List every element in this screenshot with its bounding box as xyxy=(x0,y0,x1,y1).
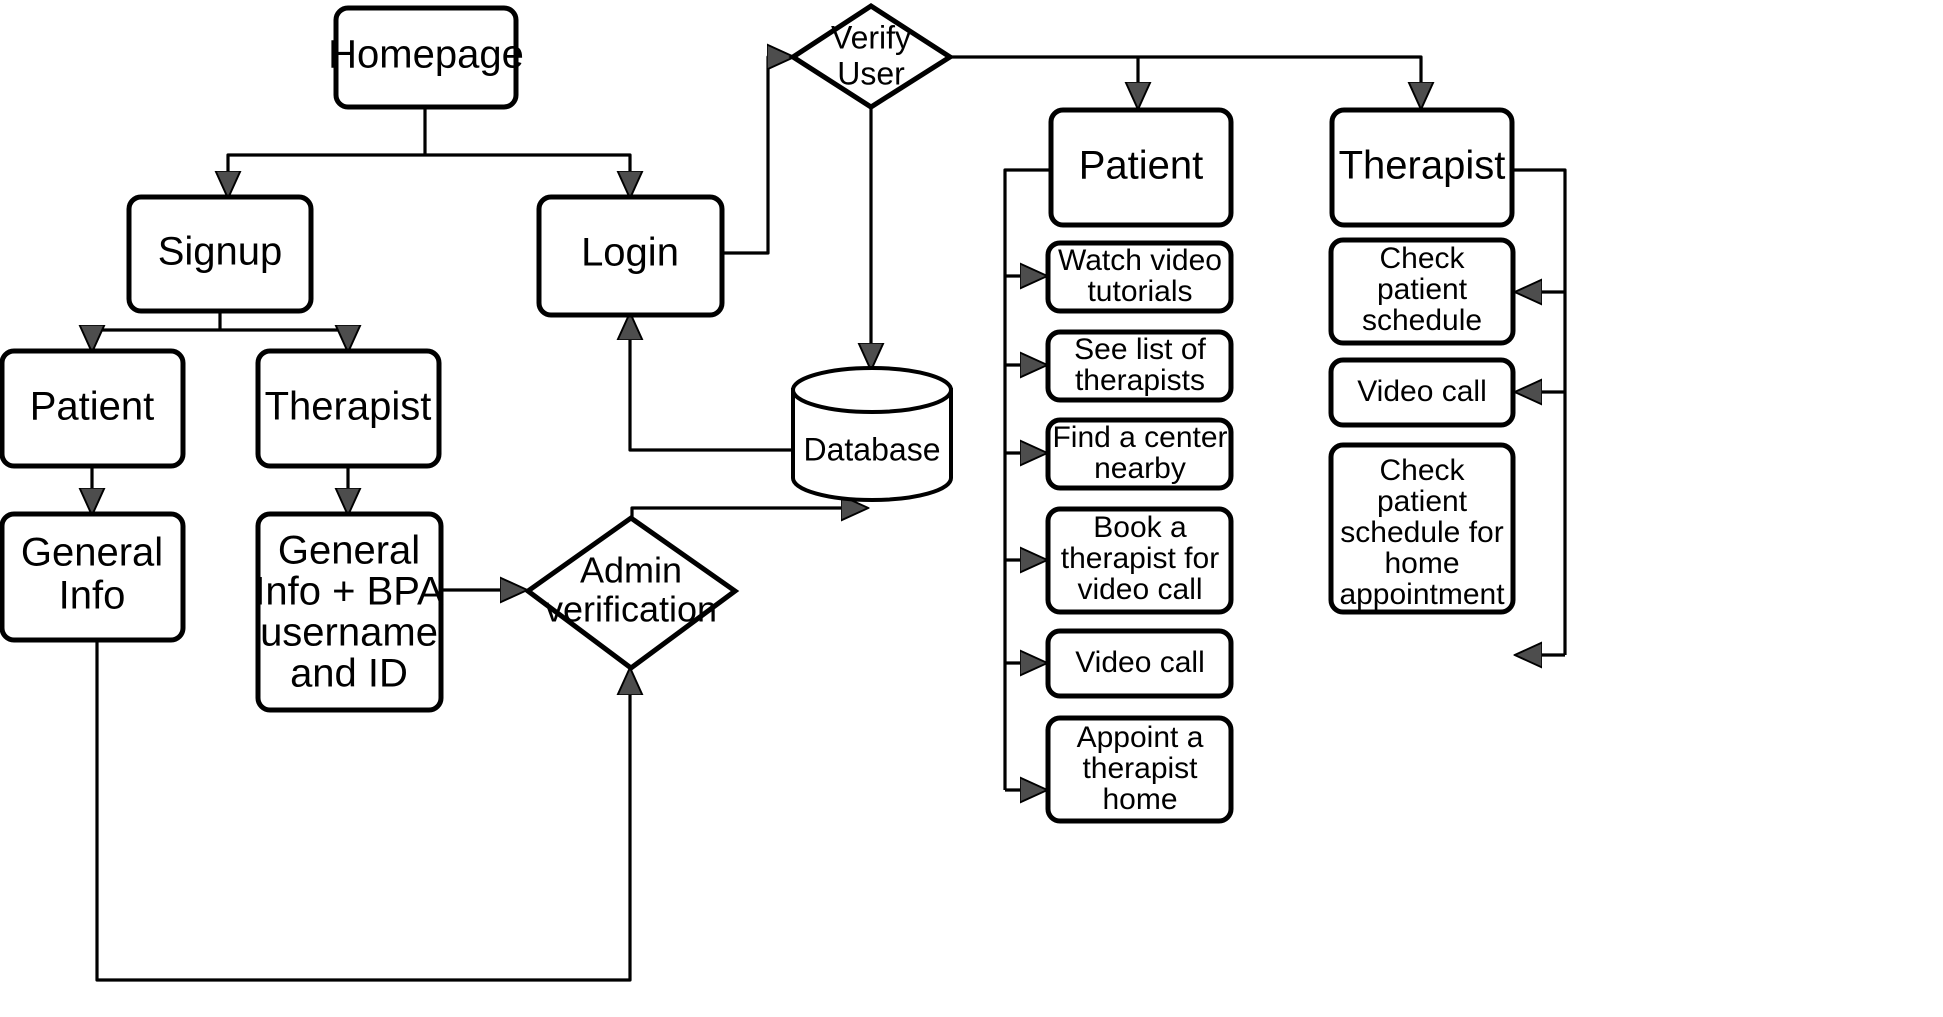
node-patient-action-3-line1: Find a center xyxy=(1052,421,1227,454)
edge-signup-to-patient xyxy=(92,330,220,350)
node-therapist-action-1-line1: Check xyxy=(1379,242,1465,275)
node-general-info-label-line1: General xyxy=(21,531,163,575)
node-signup-label: Signup xyxy=(158,230,283,274)
node-database-label: Database xyxy=(804,431,941,467)
node-patient-action-6-line2: therapist xyxy=(1082,752,1198,785)
node-signup-patient-shape[interactable] xyxy=(0,348,186,469)
node-admin-verification[interactable]: Admin verification xyxy=(523,514,740,672)
node-general-info-bpa[interactable]: General Info + BPA username and ID xyxy=(254,511,444,713)
node-patient-action-1-line1: Watch video xyxy=(1058,244,1222,277)
edge-therapist-actions-bus xyxy=(1512,168,1567,655)
edge-adminverification-to-database xyxy=(630,508,866,518)
node-patient-action-1[interactable]: Watch video tutorials xyxy=(1045,240,1234,314)
node-homepage-shape[interactable] xyxy=(333,5,519,110)
node-general-info-bpa-shape[interactable] xyxy=(255,511,444,713)
node-general-info[interactable]: General Info xyxy=(0,511,186,643)
node-patient-shape[interactable] xyxy=(1048,107,1234,228)
node-patient-action-5-shape[interactable] xyxy=(1045,628,1234,699)
edge-patient-actions-bus xyxy=(1003,168,1052,790)
node-patient-action-6-line3: home xyxy=(1102,783,1177,816)
node-signup-patient-label: Patient xyxy=(30,385,155,429)
node-patient-action-4[interactable]: Book a therapist for video call xyxy=(1045,506,1234,615)
node-login-shape[interactable] xyxy=(536,194,725,318)
node-therapist-action-3-line4: home xyxy=(1384,547,1459,580)
node-patient[interactable]: Patient xyxy=(1048,107,1234,228)
node-signup[interactable]: Signup xyxy=(126,194,314,314)
node-patient-action-4-line2: therapist for xyxy=(1061,542,1219,575)
node-database-body[interactable] xyxy=(791,388,953,502)
node-therapist-action-1-shape[interactable] xyxy=(1328,237,1516,346)
node-therapist-action-3-line1: Check xyxy=(1379,454,1465,487)
node-signup-patient[interactable]: Patient xyxy=(0,348,186,469)
node-general-info-bpa-label-line4: and ID xyxy=(290,652,408,696)
node-therapist-label: Therapist xyxy=(1339,144,1506,188)
node-verify-user-label-line1: Verify xyxy=(831,19,911,55)
node-login[interactable]: Login xyxy=(536,194,725,318)
node-patient-action-2-line1: See list of xyxy=(1074,333,1206,366)
edge-database-to-login xyxy=(630,315,793,452)
node-database[interactable]: Database xyxy=(791,366,953,502)
node-therapist-action-1[interactable]: Check patient schedule xyxy=(1328,237,1516,346)
node-verify-user-label-line2: User xyxy=(837,55,905,91)
nodes-layer: Homepage Signup Login Patient Therapist xyxy=(0,3,1516,824)
node-signup-therapist[interactable]: Therapist xyxy=(255,348,442,469)
node-patient-action-2-shape[interactable] xyxy=(1045,329,1234,403)
node-general-info-bpa-label-line2: Info + BPA xyxy=(254,570,444,614)
node-general-info-shape[interactable] xyxy=(0,511,186,643)
node-signup-shape[interactable] xyxy=(126,194,314,314)
node-signup-therapist-label: Therapist xyxy=(265,385,432,429)
edge-signup-to-therapist xyxy=(220,330,348,350)
node-patient-action-4-line1: Book a xyxy=(1093,511,1187,544)
node-therapist-action-3-line2: patient xyxy=(1377,485,1468,518)
node-patient-action-2-line2: therapists xyxy=(1075,364,1205,397)
node-therapist-action-3[interactable]: Check patient schedule for home appointm… xyxy=(1328,442,1516,615)
node-verify-user[interactable]: Verify User xyxy=(788,3,955,110)
node-verify-user-shape[interactable] xyxy=(788,3,955,110)
node-signup-therapist-shape[interactable] xyxy=(255,348,442,469)
node-therapist-action-3-shape[interactable] xyxy=(1328,442,1516,615)
edge-homepage-to-login xyxy=(425,153,630,196)
node-patient-action-3-line2: nearby xyxy=(1094,452,1186,485)
node-therapist-action-2-shape[interactable] xyxy=(1328,357,1516,428)
node-patient-action-2[interactable]: See list of therapists xyxy=(1045,329,1234,403)
node-patient-action-5-line1: Video call xyxy=(1075,646,1205,679)
node-therapist-action-3-line5: appointment xyxy=(1339,578,1505,611)
node-patient-action-4-line3: video call xyxy=(1077,573,1202,606)
node-therapist-shape[interactable] xyxy=(1329,107,1515,228)
node-patient-action-5[interactable]: Video call xyxy=(1045,628,1234,699)
node-general-info-bpa-label-line1: General xyxy=(278,529,420,573)
node-patient-action-6-shape[interactable] xyxy=(1045,715,1234,824)
node-patient-action-3[interactable]: Find a center nearby xyxy=(1045,417,1234,491)
node-patient-action-6[interactable]: Appoint a therapist home xyxy=(1045,715,1234,824)
node-therapist-action-3-line3: schedule for xyxy=(1340,516,1503,549)
edge-generalinfo-to-adminverification xyxy=(95,640,630,982)
edge-login-to-verify-user xyxy=(722,57,792,255)
edge-homepage-to-signup xyxy=(228,153,425,196)
node-admin-verification-label-line1: Admin xyxy=(580,550,682,591)
node-patient-label: Patient xyxy=(1079,144,1204,188)
node-admin-verification-shape[interactable] xyxy=(523,514,740,672)
node-patient-action-1-shape[interactable] xyxy=(1045,240,1234,314)
node-patient-action-3-shape[interactable] xyxy=(1045,417,1234,491)
node-patient-action-6-line1: Appoint a xyxy=(1077,721,1204,754)
node-therapist-action-2[interactable]: Video call xyxy=(1328,357,1516,428)
edge-verifyuser-to-therapist xyxy=(1138,55,1421,107)
node-homepage-label: Homepage xyxy=(328,33,524,77)
node-therapist[interactable]: Therapist xyxy=(1329,107,1515,228)
node-login-label: Login xyxy=(581,231,679,275)
node-therapist-action-2-line1: Video call xyxy=(1357,375,1487,408)
node-therapist-action-1-line2: patient xyxy=(1377,273,1468,306)
edges-layer xyxy=(92,55,1567,982)
node-homepage[interactable]: Homepage xyxy=(328,5,524,110)
node-admin-verification-label-line2: verification xyxy=(545,589,717,630)
node-general-info-bpa-label-line3: username xyxy=(260,611,438,655)
node-patient-action-1-line2: tutorials xyxy=(1087,275,1192,308)
node-database-top xyxy=(791,366,953,414)
node-therapist-action-1-line3: schedule xyxy=(1362,304,1482,337)
node-patient-action-4-shape[interactable] xyxy=(1045,506,1234,615)
node-general-info-label-line2: Info xyxy=(59,574,126,618)
